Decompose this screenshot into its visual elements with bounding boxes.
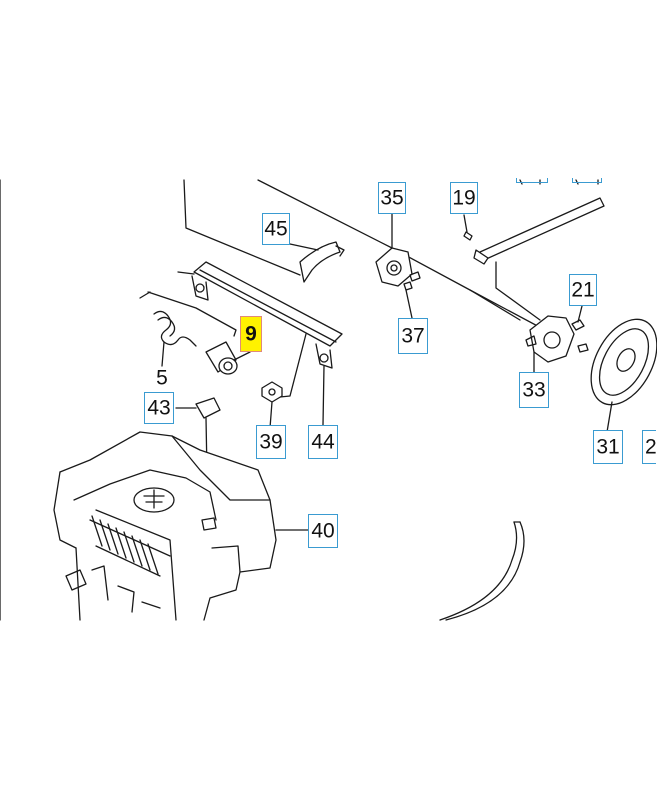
leader-19	[463, 214, 468, 233]
frame-44-right-foot	[315, 343, 333, 369]
rod-end	[473, 249, 489, 265]
cover-40-vents	[89, 515, 171, 577]
spring-5	[153, 310, 197, 347]
cover-40-left	[53, 471, 77, 549]
nut-39	[261, 381, 283, 403]
bearing-33-nub	[525, 335, 537, 347]
cover-40-crease	[171, 435, 271, 501]
callout-5[interactable]: 5	[156, 366, 168, 390]
clip-43	[195, 397, 221, 419]
clip-45	[299, 241, 341, 283]
bushing-9-hole	[223, 361, 233, 371]
callout-40[interactable]: 40	[308, 514, 338, 548]
callout-33[interactable]: 33	[519, 372, 549, 408]
bracket-35-hole	[386, 260, 402, 276]
handle-rod	[479, 197, 605, 261]
callout-19[interactable]: 19	[450, 182, 478, 214]
leader-39	[269, 401, 273, 429]
bearing-33-hole	[543, 331, 561, 349]
callout-31[interactable]: 31	[593, 430, 623, 464]
frame-44-left-foot	[191, 275, 209, 301]
leader-44	[322, 365, 325, 426]
cover-40-panels	[91, 565, 161, 613]
bracket-35	[375, 247, 413, 287]
callout-21[interactable]: 21	[569, 274, 597, 306]
leader-31	[606, 401, 613, 433]
frame-44-right-hole	[319, 353, 329, 363]
callout-2-partial[interactable]: 2	[642, 430, 657, 464]
wheel-31-hub	[616, 348, 636, 372]
cover-40-tab	[65, 569, 87, 591]
bracket-35-hole-inner	[390, 264, 398, 272]
callout-35[interactable]: 35	[378, 182, 406, 214]
screw-37b	[409, 271, 421, 282]
leader-5	[161, 341, 165, 367]
spring-5-coil	[157, 316, 176, 337]
axle-line-2	[469, 289, 521, 321]
frame-44-left-hole	[195, 283, 205, 293]
bag-frame-inner	[445, 521, 525, 621]
wheel-31-outer	[590, 318, 657, 406]
callout-43[interactable]: 43	[144, 392, 174, 424]
callout-stub-cut-2	[572, 178, 602, 183]
callout-45[interactable]: 45	[262, 213, 290, 245]
reference-line	[183, 179, 301, 276]
pin-21	[571, 319, 585, 331]
nut-39-hole	[268, 388, 276, 396]
bushing-9-end	[218, 357, 238, 375]
bearing-33	[529, 315, 575, 363]
cover-40-step	[211, 545, 241, 573]
pin-21b	[577, 343, 589, 353]
husqvarna-logo	[133, 487, 175, 513]
spring-5-tip	[139, 291, 151, 299]
frame-44-inner	[199, 269, 337, 343]
cover-40-ridge	[73, 469, 217, 521]
callout-39[interactable]: 39	[256, 425, 286, 459]
screw-19	[463, 231, 473, 241]
leader-9	[233, 351, 251, 361]
callout-44[interactable]: 44	[308, 425, 338, 459]
axle-line	[257, 179, 561, 339]
callout-stub-cut-1	[516, 178, 548, 183]
screw-37a	[403, 281, 413, 291]
rod-leader	[495, 261, 541, 321]
cover-40-body	[59, 431, 277, 621]
leader-21	[577, 305, 583, 323]
leader-45	[289, 243, 319, 251]
clip-45-tab	[335, 245, 345, 257]
wheel-31-rim	[598, 328, 650, 396]
callout-37[interactable]: 37	[398, 318, 428, 354]
leader-37	[405, 289, 413, 319]
cover-40-left-edge	[75, 547, 81, 621]
callout-9-highlighted[interactable]: 9	[240, 316, 262, 352]
cover-40-slot	[201, 517, 217, 531]
bag-frame-outer	[439, 521, 518, 621]
spring-5-arm	[147, 291, 237, 337]
cover-40-lower	[95, 509, 177, 621]
